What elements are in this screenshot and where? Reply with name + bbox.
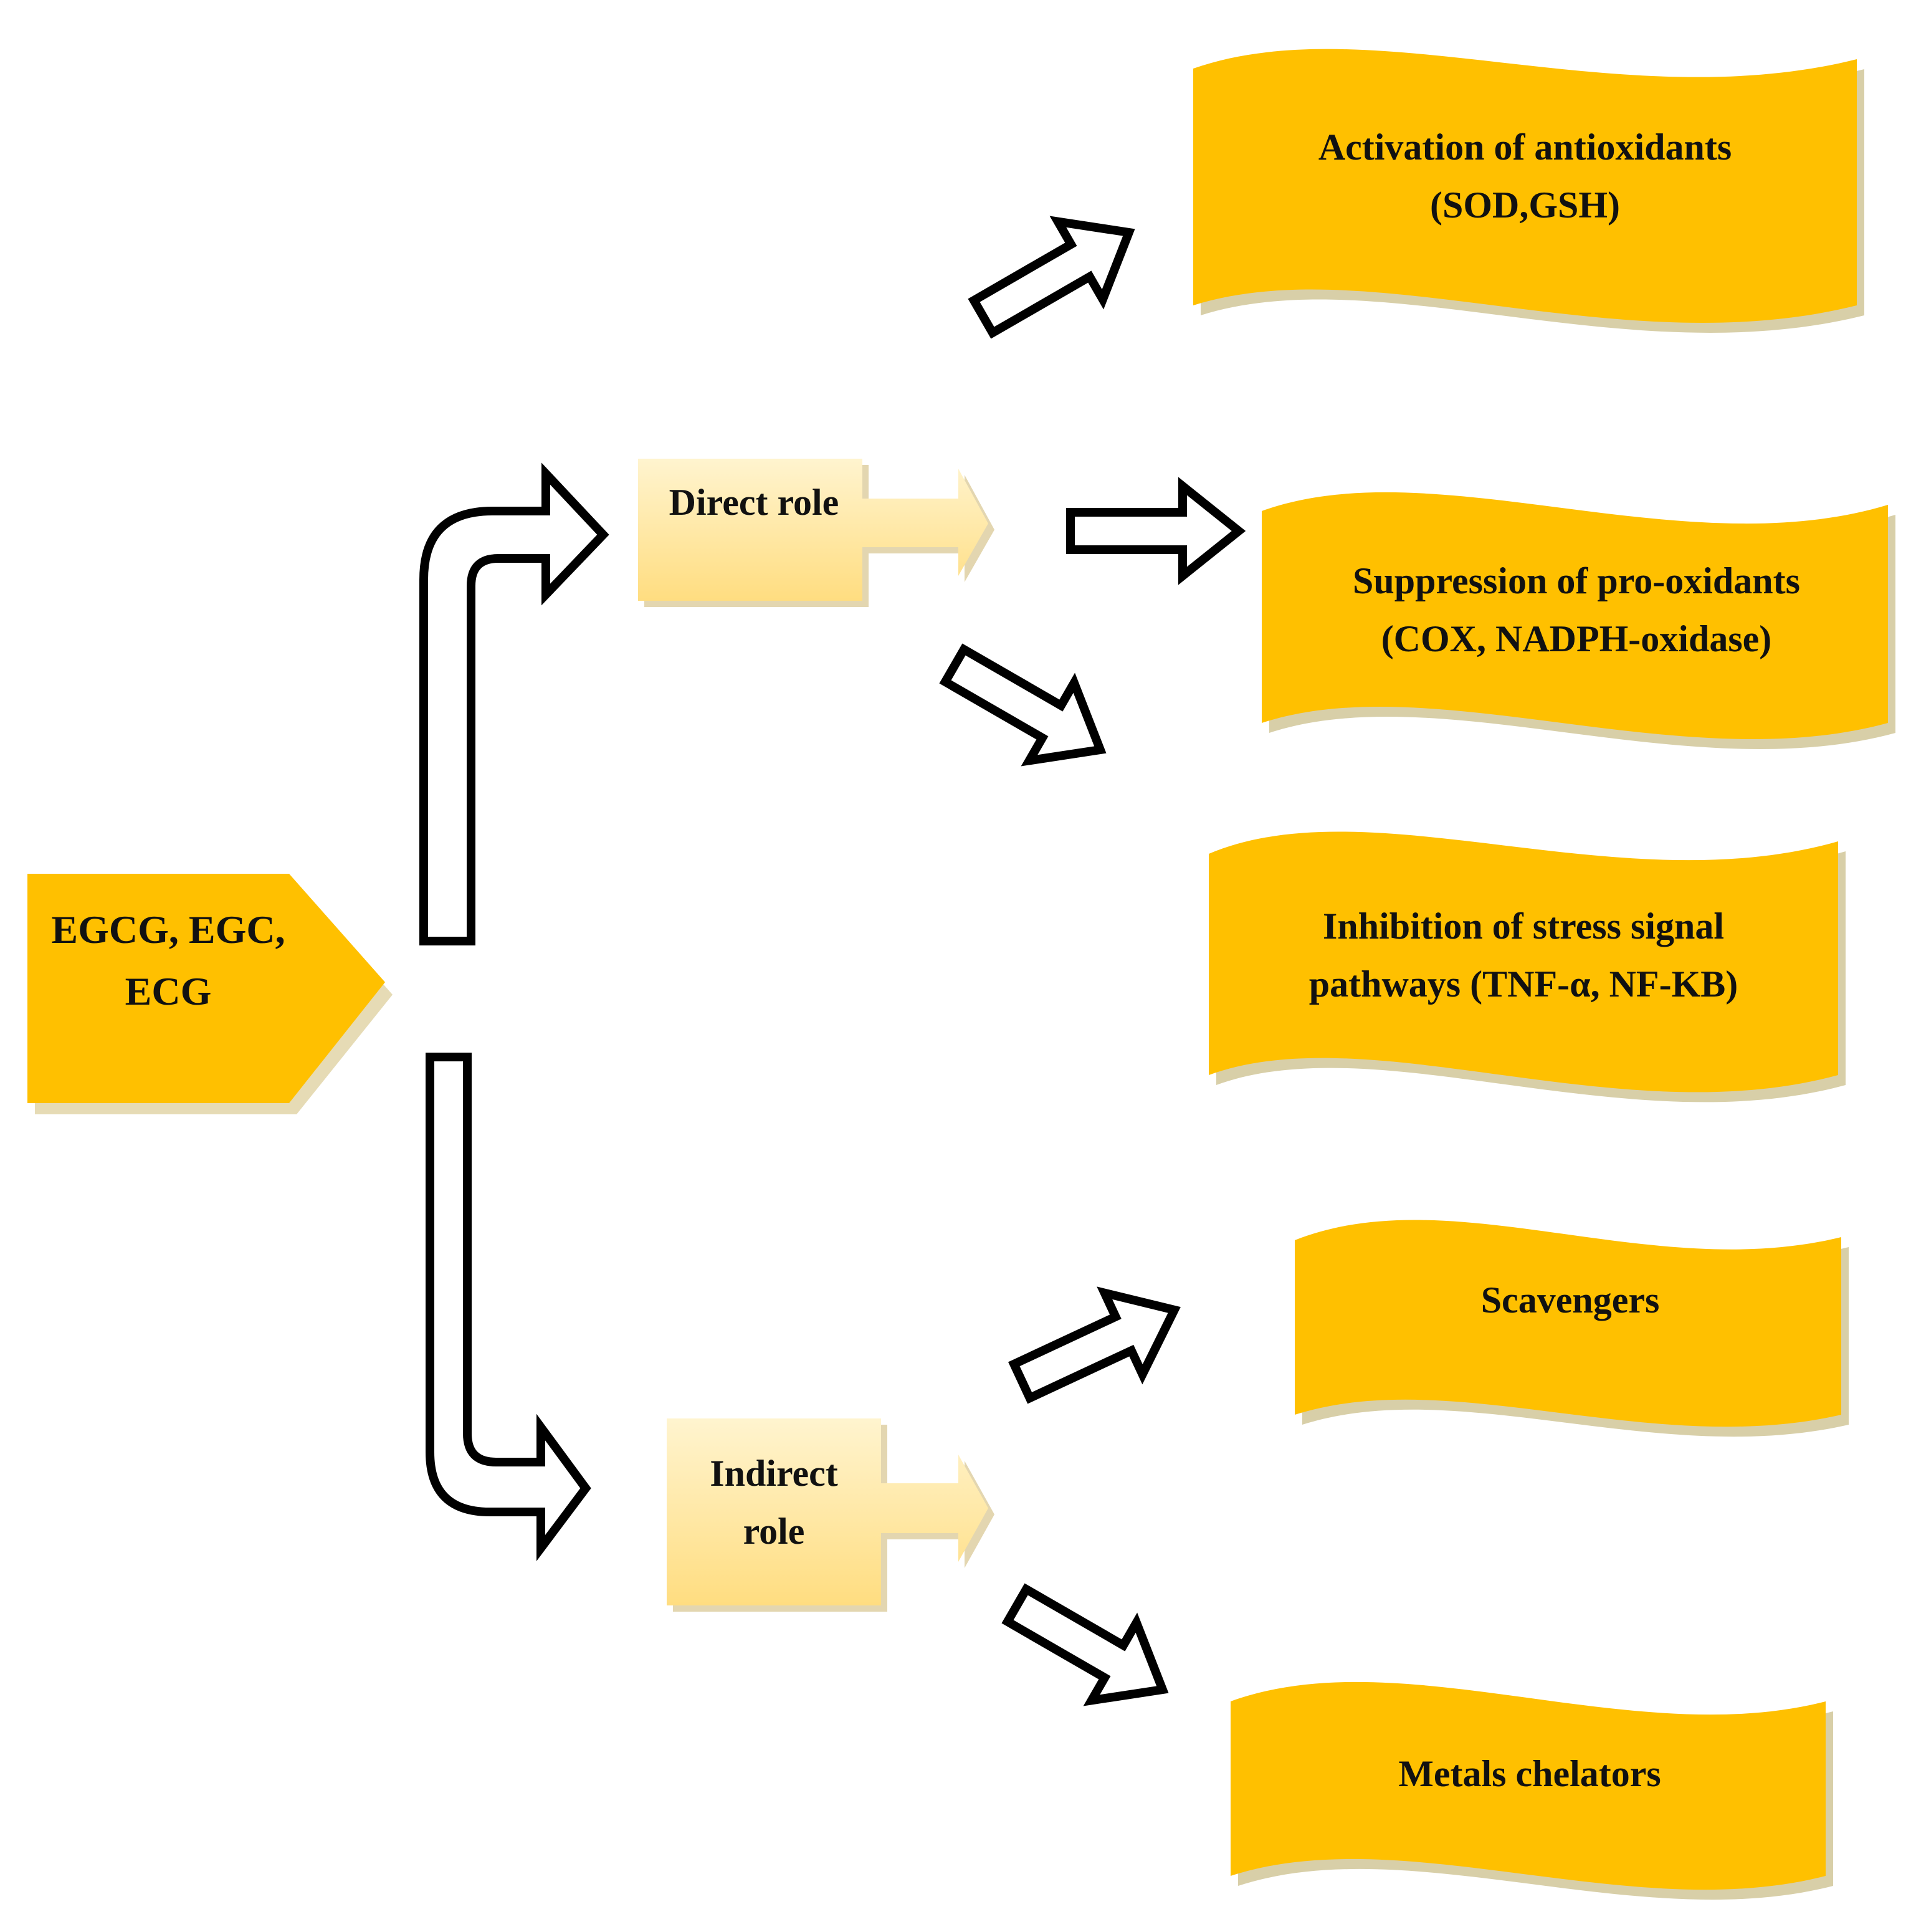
arrow-to-scavengers [1008, 1286, 1181, 1404]
outcome-banner-chelators [1231, 1681, 1833, 1900]
arrow-to-pro-oxidants [1066, 477, 1246, 585]
outcome-label-scavengers: Scavengers [1296, 1271, 1844, 1329]
indirect-role-label: Indirect role [667, 1445, 881, 1561]
indirect-role-label-line-2: role [743, 1511, 805, 1552]
curved-arrow-to-direct-role [419, 462, 609, 945]
indirect-role-label-line-1: Indirect [710, 1453, 838, 1494]
outcome-banner-scavengers [1295, 1220, 1849, 1437]
outcome-banner-pro-oxidants [1262, 492, 1895, 749]
direct-role-node [638, 459, 994, 607]
arrow-to-antioxidants [968, 216, 1135, 339]
direct-role-label: Direct role [642, 474, 866, 532]
outcome-pro-oxidants-line-1: Suppression of pro-oxidants [1352, 560, 1800, 601]
outcome-chelators-line-1: Metals chelators [1398, 1753, 1661, 1794]
outcome-label-chelators: Metals chelators [1234, 1745, 1826, 1803]
outcome-label-antioxidants: Activation of antioxidants (SOD,GSH) [1206, 118, 1844, 234]
outcome-banner-stress-signal [1209, 831, 1846, 1102]
source-label-line-2: ECG [125, 969, 212, 1014]
outcome-scavengers-line-1: Scavengers [1480, 1279, 1660, 1321]
source-label-line-1: EGCG, EGC, [51, 907, 285, 952]
outcome-banner-antioxidants [1193, 49, 1864, 333]
source-label: EGCG, EGC, ECG [37, 899, 299, 1022]
indirect-role-node [667, 1418, 994, 1612]
direct-role-label-line-1: Direct role [669, 482, 839, 523]
curved-arrow-to-indirect-role [426, 1053, 591, 1561]
outcome-antioxidants-line-2: (SOD,GSH) [1429, 184, 1621, 226]
outcome-antioxidants-line-1: Activation of antioxidants [1318, 127, 1732, 168]
outcome-stress-signal-line-1: Inhibition of stress signal [1322, 906, 1725, 947]
outcome-pro-oxidants-line-2: (COX, NADPH-oxidase) [1381, 618, 1772, 659]
arrow-to-stress-signal [939, 643, 1107, 767]
arrow-to-chelators [1001, 1583, 1169, 1706]
outcome-stress-signal-line-2: pathways (TNF-α, NF-KB) [1308, 964, 1738, 1005]
outcome-label-pro-oxidants: Suppression of pro-oxidants (COX, NADPH-… [1265, 552, 1888, 668]
outcome-label-stress-signal: Inhibition of stress signal pathways (TN… [1215, 897, 1832, 1013]
source-node [27, 874, 393, 1114]
